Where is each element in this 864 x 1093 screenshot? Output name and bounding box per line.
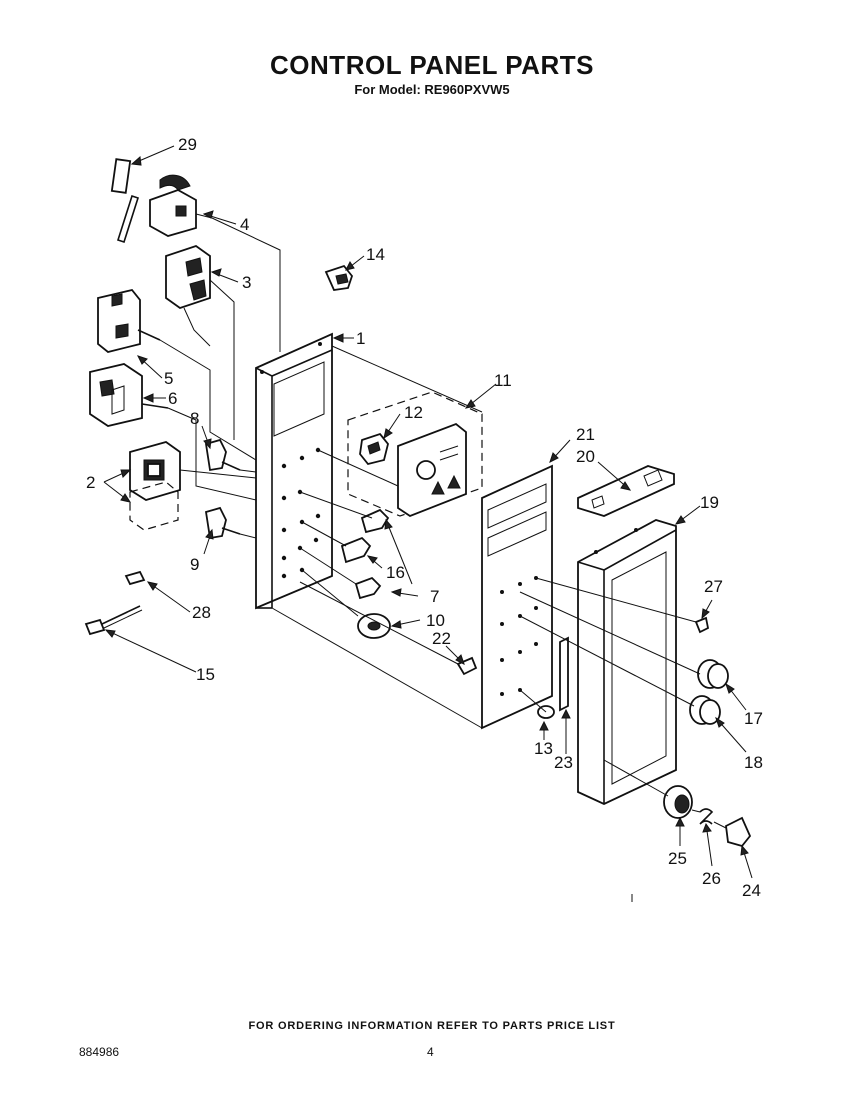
callout-labels: 1 2 3 4 5 6 7 8 9 10 11 12 13 14 15 16 1…	[86, 135, 763, 900]
part-17-knob-base	[697, 659, 729, 689]
part-6-timer	[89, 363, 169, 427]
part-10-disc	[357, 613, 391, 639]
callout-13: 13	[534, 739, 553, 758]
callout-28: 28	[192, 603, 211, 622]
part-8-socket	[204, 438, 241, 472]
callout-16: 16	[386, 563, 405, 582]
callout-27: 27	[704, 577, 723, 596]
ordering-note: FOR ORDERING INFORMATION REFER TO PARTS …	[248, 1020, 616, 1032]
callout-14: 14	[366, 245, 385, 264]
callout-12: 12	[404, 403, 423, 422]
part-29-clip	[110, 158, 140, 244]
callout-19: 19	[700, 493, 719, 512]
part-27-nub	[694, 616, 710, 634]
callout-24: 24	[742, 881, 761, 900]
part-15-screw	[84, 605, 143, 636]
part-20-bracket	[577, 465, 675, 517]
callout-7: 7	[430, 587, 439, 606]
callout-26: 26	[702, 869, 721, 888]
part-23-strip	[559, 636, 569, 712]
part-25-bezel	[663, 785, 693, 819]
callout-29: 29	[178, 135, 197, 154]
callout-5: 5	[164, 369, 173, 388]
part-4-thermostat	[149, 174, 213, 237]
callout-1: 1	[356, 329, 365, 348]
part-1-bracket	[255, 332, 333, 610]
page-title: CONTROL PANEL PARTS	[270, 50, 594, 80]
callout-9: 9	[190, 555, 199, 574]
callout-3: 3	[242, 273, 251, 292]
model-subtitle: For Model: RE960PXVW5	[354, 82, 510, 97]
callout-18: 18	[744, 753, 763, 772]
callout-20: 20	[576, 447, 595, 466]
part-7-bulb	[354, 508, 390, 600]
panel-face-holes	[500, 576, 538, 696]
callout-15: 15	[196, 665, 215, 684]
part-3-switch	[165, 245, 211, 347]
callout-4: 4	[240, 215, 249, 234]
bracket-holes	[281, 447, 321, 579]
part-26-spring	[699, 808, 714, 825]
part-16-bulb	[340, 536, 372, 564]
part-14-clip	[324, 264, 354, 291]
part-22-clip	[456, 656, 478, 676]
part-24-knob	[725, 816, 752, 848]
callout-22: 22	[432, 629, 451, 648]
document-number: 884986	[79, 1045, 120, 1059]
part-18-knob-base	[689, 695, 721, 725]
callout-arrows	[103, 145, 753, 879]
callout-17: 17	[744, 709, 763, 728]
part-12-connector	[359, 432, 389, 466]
callout-2: 2	[86, 473, 95, 492]
callout-25: 25	[668, 849, 687, 868]
part-19-frame	[577, 519, 677, 805]
assembly-lines	[159, 217, 727, 902]
callout-6: 6	[168, 389, 177, 408]
callout-21: 21	[576, 425, 595, 444]
callout-10: 10	[426, 611, 445, 630]
part-11-control-board	[347, 391, 483, 518]
callout-8: 8	[190, 409, 199, 428]
part-21-panel-face	[481, 464, 553, 730]
callout-11: 11	[494, 371, 512, 390]
part-5-motor	[97, 288, 161, 353]
callout-23: 23	[554, 753, 573, 772]
page-number: 4	[427, 1045, 434, 1059]
part-28-pin	[124, 570, 146, 586]
part-2-selector	[129, 441, 181, 531]
